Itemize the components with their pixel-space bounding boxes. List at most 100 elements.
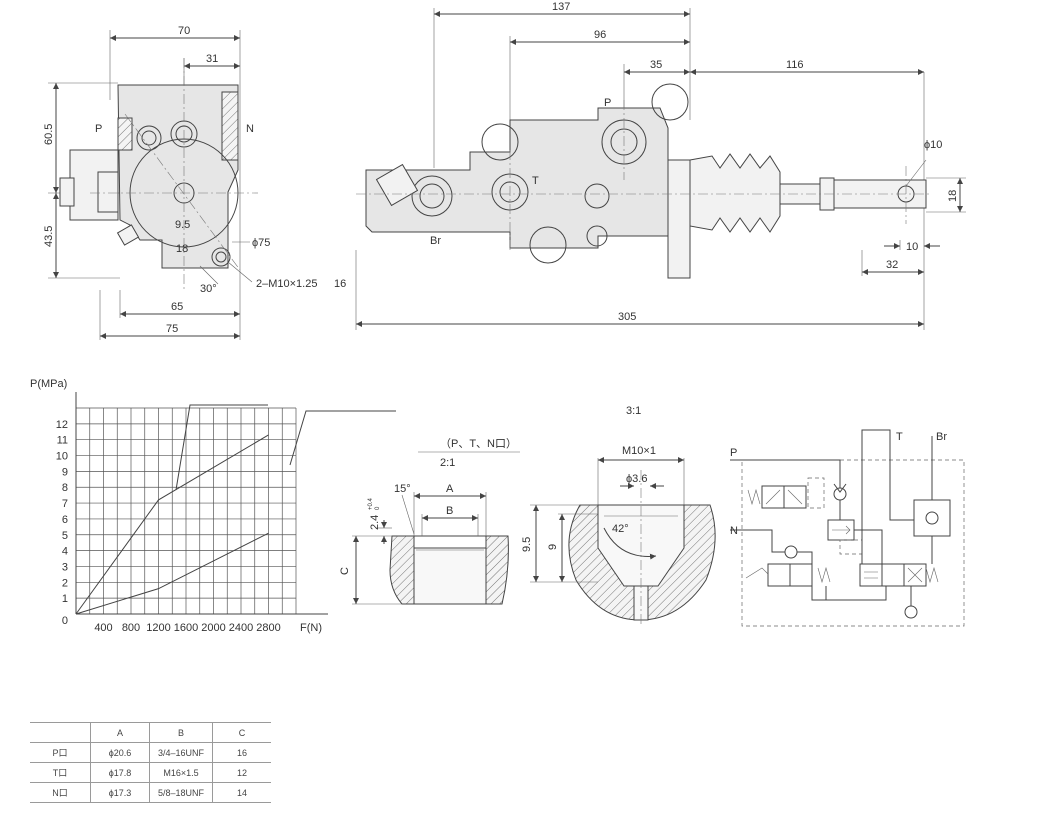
table-cell: M16×1.5 <box>149 762 213 783</box>
port-spec-table: A B C P口 ϕ20.6 3/4–16UNF 16 T口 ϕ17.8 M16… <box>30 722 271 803</box>
front-dim-phi75: ϕ75 <box>252 237 270 249</box>
table-header-row: A B C <box>30 722 271 743</box>
front-thread-depth: 16 <box>334 278 346 290</box>
port-dim-b: B <box>446 505 453 517</box>
side-dim-32: 32 <box>886 259 898 271</box>
chart-upper-lead-right <box>289 410 396 466</box>
side-dim-10: 10 <box>906 241 918 253</box>
table-header-cell: C <box>212 722 271 743</box>
port-detail: （P、T、N口） 2:1 15° A B C 2.4 +0.4 0 <box>339 437 520 605</box>
chart-y-tick-label: 12 <box>56 419 68 431</box>
chart-series <box>75 434 269 615</box>
chart-y-tick-label: 5 <box>62 530 68 542</box>
table-header-cell <box>30 722 91 743</box>
thread-dim-9: 9 <box>547 544 559 550</box>
side-dim-137: 137 <box>552 1 570 13</box>
table-header-cell: B <box>149 722 213 743</box>
side-port-p: P <box>604 97 611 109</box>
schematic-port-t: T <box>896 431 903 443</box>
front-dim-60-5: 60.5 <box>43 124 55 145</box>
port-tolerance: 2.4 <box>369 515 381 530</box>
side-dim-116: 116 <box>786 59 804 71</box>
table-row: T口 ϕ17.8 M16×1.5 12 <box>30 762 271 783</box>
port-detail-header: （P、T、N口） <box>440 437 517 450</box>
chart-x-tick-label: 400 <box>94 622 112 634</box>
thread-detail-scale: 3:1 <box>626 405 641 417</box>
table-cell: ϕ17.3 <box>90 782 150 803</box>
chart-x-tick-label: 2800 <box>256 622 280 634</box>
front-thread-label: 2–M10×1.25 <box>256 278 317 290</box>
table-header-cell: A <box>90 722 150 743</box>
thread-detail: 3:1 M10×1 ϕ3.6 42° 9.5 9 <box>521 405 716 624</box>
side-dim-phi10: ϕ10 <box>924 139 942 151</box>
front-dim-18: 18 <box>176 243 188 255</box>
port-detail-scale: 2:1 <box>440 457 455 469</box>
chart-y-tick-label: 4 <box>62 546 68 558</box>
port-tolerance-upper: +0.4 <box>368 497 374 510</box>
table-cell: 5/8–18UNF <box>149 782 213 803</box>
front-dim-65: 65 <box>171 301 183 313</box>
chart-y-tick-label: 10 <box>56 451 68 463</box>
front-view: 70 31 60.5 43.5 9.5 18 65 75 30° ϕ75 2–M… <box>43 25 346 340</box>
chart-x-tick-label: 1200 <box>146 622 170 634</box>
table-cell: 14 <box>212 782 271 803</box>
chart-upper-lead-left <box>175 404 268 491</box>
chart-y-axis-label: P(MPa) <box>30 378 67 390</box>
schematic-port-p: P <box>730 447 737 459</box>
chart-y-tick-label: 1 <box>62 593 68 605</box>
table-cell: P口 <box>30 742 91 763</box>
side-dim-96: 96 <box>594 29 606 41</box>
table-cell: 12 <box>212 762 271 783</box>
port-dim-c: C <box>339 567 351 575</box>
side-view: 137 96 35 116 305 32 10 18 ϕ10 P T Br <box>355 1 966 330</box>
port-angle-15: 15° <box>394 483 411 495</box>
port-tolerance-lower: 0 <box>375 506 381 510</box>
front-port-p: P <box>95 123 102 135</box>
table-cell: 3/4–16UNF <box>149 742 213 763</box>
chart-x-tick-label: 2400 <box>229 622 253 634</box>
front-angle-30: 30° <box>200 283 217 295</box>
table-cell: 16 <box>212 742 271 763</box>
chart-y-tick-label: 8 <box>62 482 68 494</box>
thread-dim-9-5: 9.5 <box>521 537 533 552</box>
table-cell: T口 <box>30 762 91 783</box>
front-port-n: N <box>246 123 254 135</box>
chart-y-tick-label: 2 <box>62 577 68 589</box>
schematic-port-br: Br <box>936 431 947 443</box>
table-row: N口 ϕ17.3 5/8–18UNF 14 <box>30 782 271 803</box>
side-dim-35: 35 <box>650 59 662 71</box>
chart-y-tick-label: 9 <box>62 466 68 478</box>
chart-x-tick-label: 800 <box>122 622 140 634</box>
schematic-port-n: N <box>730 525 738 537</box>
chart-x-tick-label: 2000 <box>201 622 225 634</box>
chart-x-tick-label: 1600 <box>174 622 198 634</box>
side-port-br: Br <box>430 235 441 247</box>
front-dim-43-5: 43.5 <box>43 226 55 247</box>
chart-y-tick-label: 3 <box>62 561 68 573</box>
chart-y-tick-label: 11 <box>57 435 68 447</box>
chart-series-line <box>75 434 269 615</box>
table-cell: ϕ20.6 <box>90 742 150 763</box>
chart-series-line <box>75 532 269 615</box>
table-cell: ϕ17.8 <box>90 762 150 783</box>
thread-detail-drill: ϕ3.6 <box>626 473 647 485</box>
port-dim-a: A <box>446 483 454 495</box>
chart-y-tick-label: 7 <box>62 498 68 510</box>
thread-detail-size: M10×1 <box>622 445 656 457</box>
chart-grid <box>75 392 328 615</box>
front-dim-75: 75 <box>166 323 178 335</box>
chart-y-tick-label: 6 <box>62 514 68 526</box>
front-dim-70: 70 <box>178 25 190 37</box>
front-dim-31: 31 <box>206 53 218 65</box>
side-dim-305: 305 <box>618 311 636 323</box>
thread-angle-42: 42° <box>612 523 629 535</box>
side-port-t: T <box>532 175 539 187</box>
table-row: P口 ϕ20.6 3/4–16UNF 16 <box>30 742 271 763</box>
side-dim-18: 18 <box>947 190 959 202</box>
chart-x-axis-label: F(N) <box>300 622 322 634</box>
front-dim-9-5: 9.5 <box>175 219 190 231</box>
table-cell: N口 <box>30 782 91 803</box>
chart-y-tick-label: 0 <box>62 615 68 627</box>
